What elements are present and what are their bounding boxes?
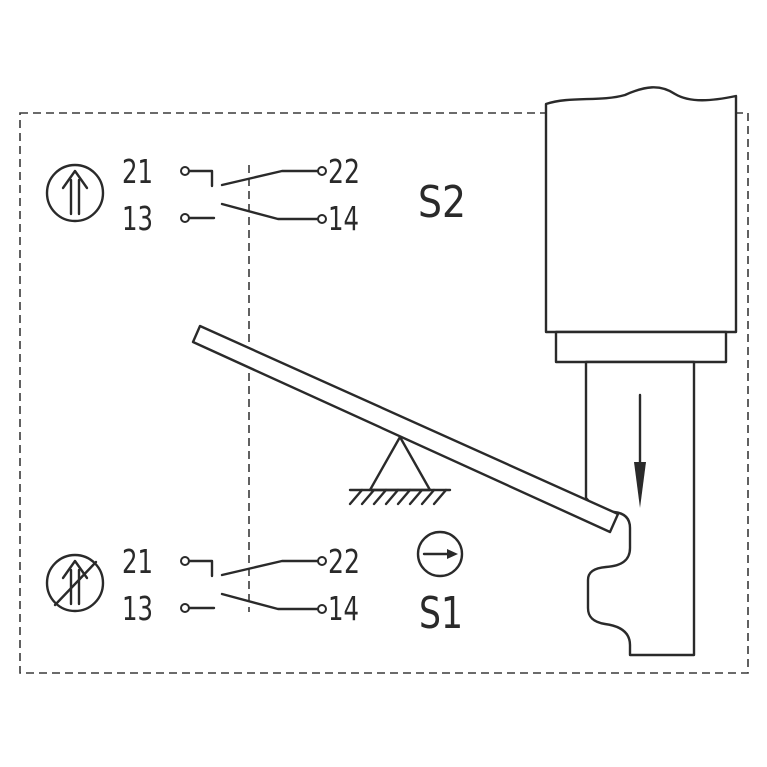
no-contact — [180, 592, 327, 614]
terminal-label-14: 14 — [328, 199, 359, 238]
switch-s1: 21 13 22 14 S1 — [45, 530, 464, 639]
no-contact — [180, 202, 327, 224]
switch-label-s1: S1 — [419, 588, 463, 639]
terminal-label-14: 14 — [328, 589, 359, 628]
terminal-label-21: 21 — [122, 542, 153, 581]
nc-contact — [180, 556, 327, 578]
switch-housing-outline — [19, 112, 749, 674]
down-arrow-icon — [634, 393, 646, 508]
terminal-label-22: 22 — [328, 152, 360, 191]
actuator-body — [544, 86, 738, 334]
switch-label-s2: S2 — [418, 177, 466, 228]
ground-hatch — [348, 488, 452, 506]
terminal-label-22: 22 — [328, 542, 360, 581]
terminal-label-13: 13 — [122, 589, 153, 628]
terminal-label-21: 21 — [122, 152, 153, 191]
terminal-label-13: 13 — [122, 199, 153, 238]
positive-opening-icon — [45, 163, 105, 223]
right-arrow-icon — [416, 530, 464, 578]
actuator-flange — [554, 330, 728, 364]
positive-opening-crossed-icon — [45, 553, 105, 613]
nc-contact — [180, 166, 327, 188]
lever — [191, 324, 620, 534]
switch-s2: 21 13 22 14 S2 — [45, 152, 466, 238]
